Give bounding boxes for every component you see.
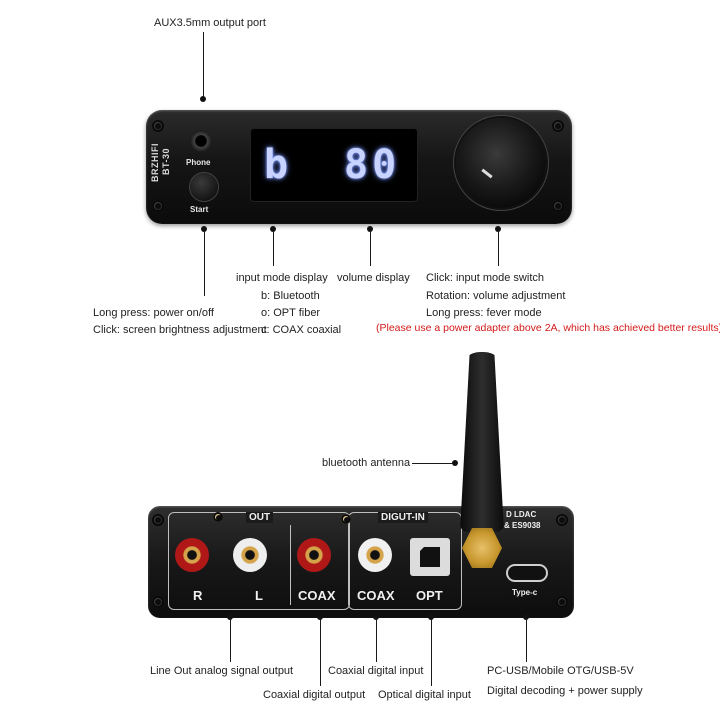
rca-left-out	[233, 538, 267, 572]
screw	[152, 514, 164, 526]
usb-line-2-label: Digital decoding + power supply	[487, 685, 643, 697]
screw	[552, 120, 564, 132]
optical-in-leader	[431, 618, 432, 686]
phone-label: Phone	[186, 158, 211, 167]
optical-port	[410, 538, 450, 576]
volume-display-label: volume display	[337, 272, 410, 284]
bluetooth-antenna-label: bluetooth antenna	[322, 457, 411, 469]
aux-port-leader-dot	[200, 96, 206, 102]
line-out-leader	[230, 618, 231, 662]
mode-c-label: c: COAX coaxial	[261, 324, 342, 336]
start-button	[190, 173, 218, 201]
knob-leader-dot	[495, 226, 501, 232]
start-click-label: Click: screen brightness adjustment	[93, 324, 267, 336]
knob-long-press-label: Long press: fever mode	[426, 307, 542, 319]
screw	[556, 514, 568, 526]
headphone-jack	[190, 130, 212, 152]
knob-rotation-label: Rotation: volume adjustment	[426, 290, 566, 302]
aux-port-label: AUX3.5mm output port	[154, 17, 266, 29]
mode-b-label: b: Bluetooth	[261, 290, 320, 302]
screw	[552, 200, 564, 212]
chip-line-2: & ES9038	[504, 521, 541, 530]
line-out-leader-dot	[227, 614, 233, 620]
antenna-base	[462, 528, 502, 568]
mode-o-label: o: OPT fiber	[261, 307, 321, 319]
section-divider	[290, 525, 291, 605]
start-leader	[204, 230, 205, 296]
aux-port-leader	[203, 32, 204, 98]
coax-out-leader	[320, 618, 321, 686]
coaxial-output-label: Coaxial digital output	[263, 689, 366, 701]
screw	[341, 514, 351, 524]
antenna-leader	[412, 463, 454, 464]
mode-digit: b	[264, 142, 289, 188]
optical-input-label: Optical digital input	[378, 689, 471, 701]
usb-leader	[526, 618, 527, 662]
knob-click-label: Click: input mode switch	[426, 272, 544, 284]
knob-leader	[498, 230, 499, 266]
coax-in-label: COAX	[357, 588, 395, 603]
start-label: Start	[190, 205, 209, 214]
antenna-leader-dot	[452, 460, 458, 466]
start-long-press-label: Long press: power on/off	[93, 307, 214, 319]
line-out-label: Line Out analog signal output	[150, 665, 294, 677]
screw	[152, 120, 164, 132]
l-label: L	[255, 588, 263, 603]
typec-label: Type-c	[512, 588, 538, 597]
volume-knob	[456, 118, 546, 208]
out-header: OUT	[246, 512, 274, 523]
coax-out-label: COAX	[298, 588, 336, 603]
usb-leader-dot	[523, 614, 529, 620]
mode-display-leader	[273, 230, 274, 266]
power-adapter-note: (Please use a power adapter above 2A, wh…	[376, 322, 720, 334]
screw	[556, 596, 568, 608]
usb-c-port	[508, 566, 546, 580]
input-mode-display-label: input mode display	[236, 272, 328, 284]
coax-in-leader	[376, 618, 377, 662]
volume-digits: 80	[344, 142, 401, 188]
volume-display-leader	[370, 230, 371, 266]
volume-display-leader-dot	[367, 226, 373, 232]
coaxial-input-label: Coaxial digital input	[328, 665, 424, 677]
rca-coax-in	[358, 538, 392, 572]
chip-line-1: D LDAC	[506, 510, 537, 519]
coax-out-leader-dot	[317, 614, 323, 620]
optical-in-leader-dot	[428, 614, 434, 620]
rca-coax-out	[297, 538, 331, 572]
screw	[152, 596, 164, 608]
led-display: b 80	[250, 128, 418, 202]
start-leader-dot	[201, 226, 207, 232]
opt-label: OPT	[416, 588, 443, 603]
screw	[213, 512, 223, 522]
bluetooth-antenna	[460, 352, 504, 532]
rca-right-out	[175, 538, 209, 572]
mode-display-leader-dot	[270, 226, 276, 232]
digit-in-header: DIGUT-IN	[378, 512, 428, 523]
coax-in-leader-dot	[373, 614, 379, 620]
r-label: R	[193, 588, 203, 603]
screw	[152, 200, 164, 212]
brand-text: BRZHIFI BT-30	[150, 143, 171, 182]
usb-line-1-label: PC-USB/Mobile OTG/USB-5V	[487, 665, 634, 677]
